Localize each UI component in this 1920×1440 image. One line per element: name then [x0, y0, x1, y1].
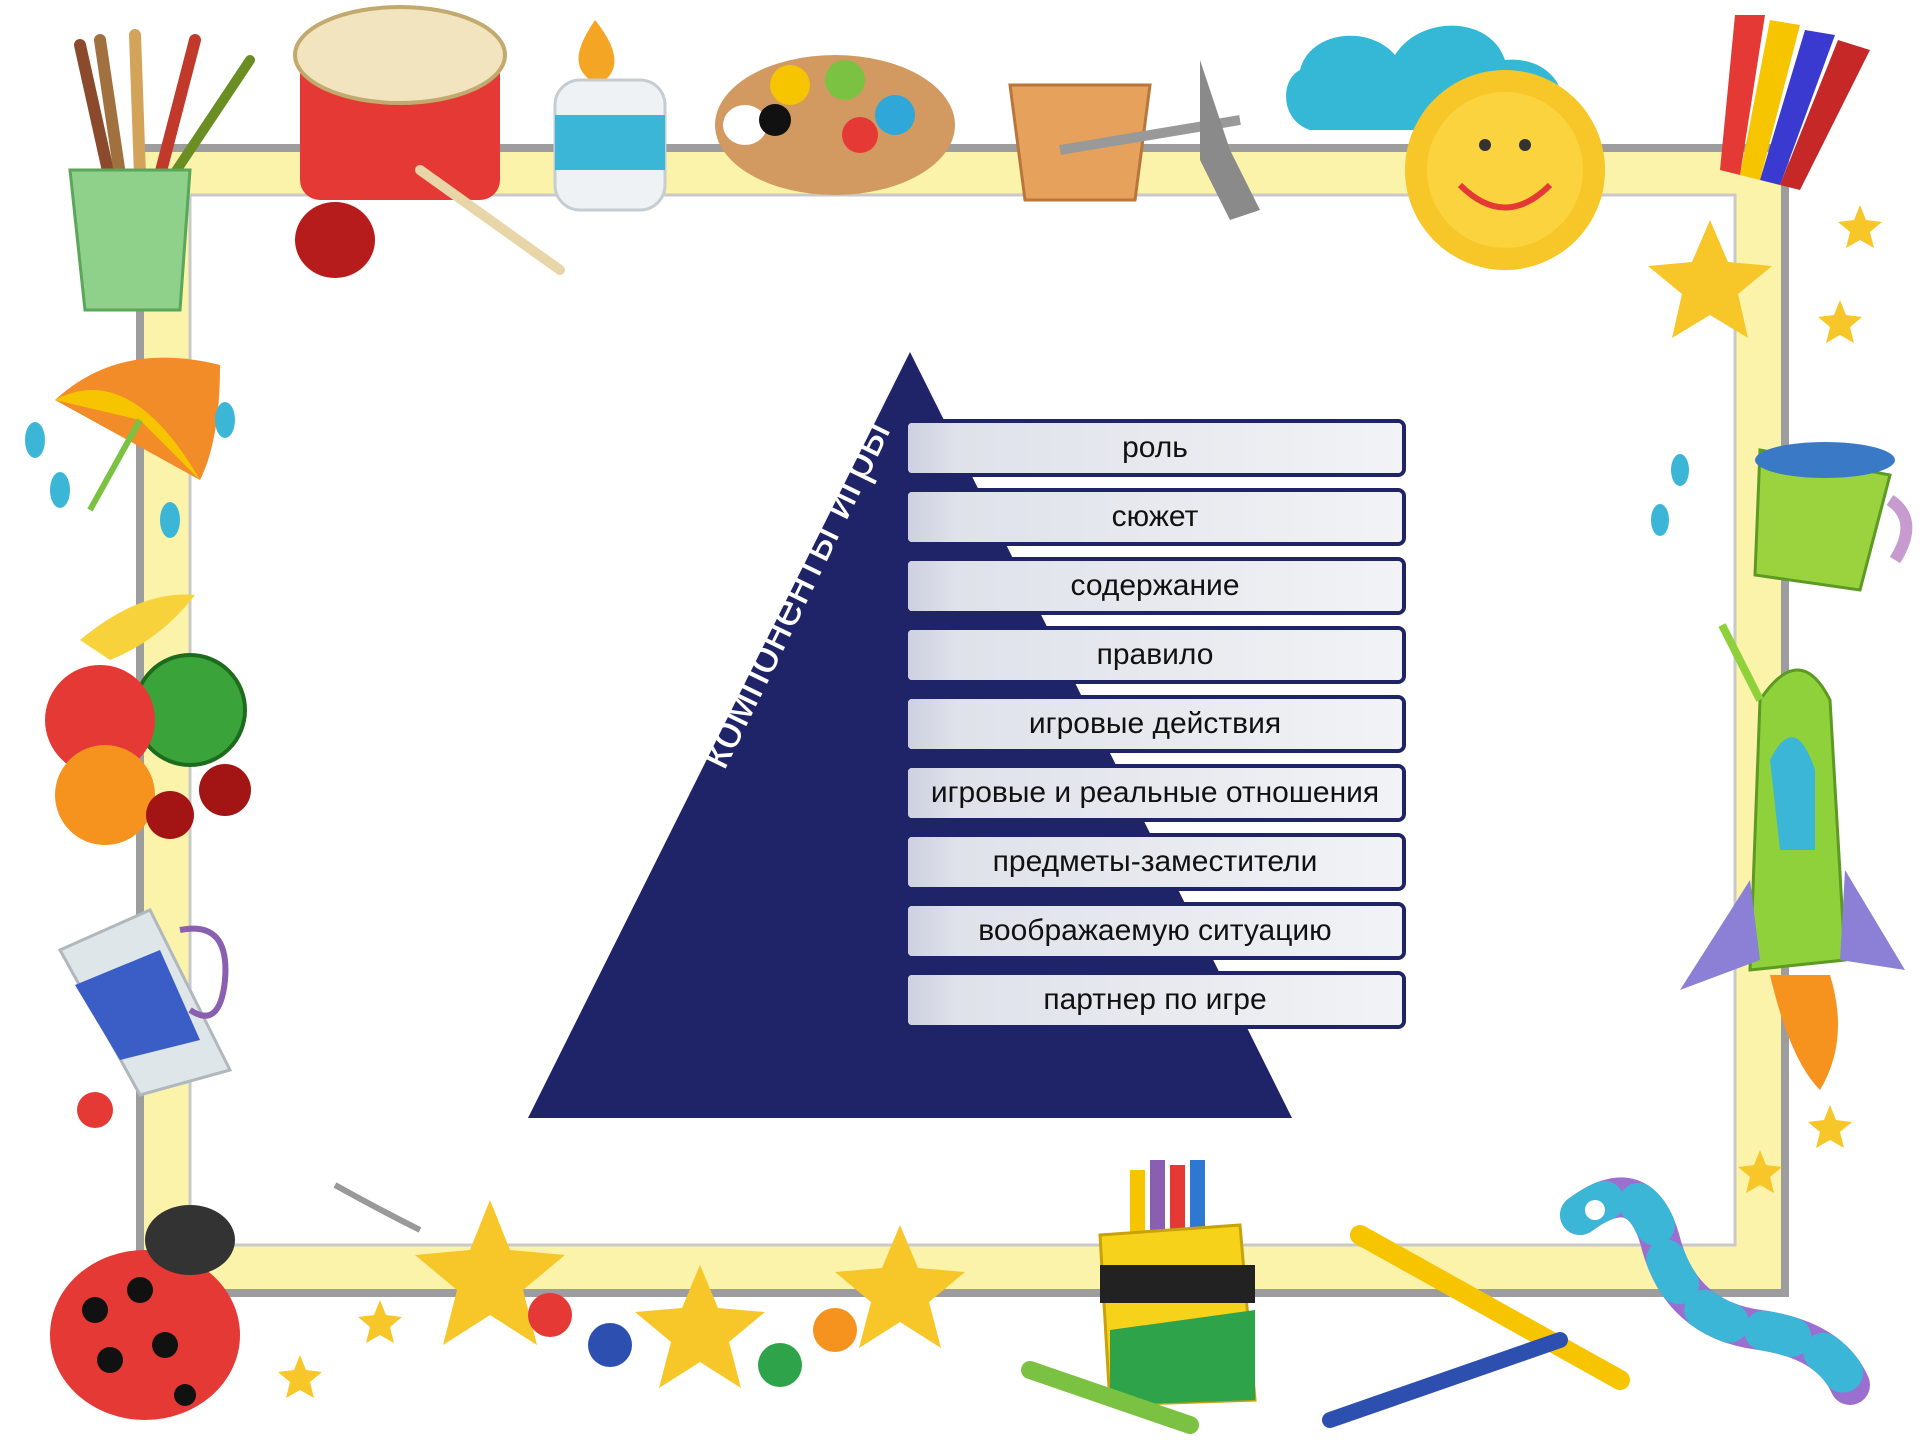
paint-palette-icon: [715, 55, 955, 195]
component-label: игровые действия: [1028, 707, 1282, 740]
sun-icon: [1405, 70, 1605, 270]
component-bar-play-partner: партнер по игре: [904, 971, 1406, 1029]
component-bar-plot: сюжет: [904, 488, 1406, 546]
component-bar-game-actions: игровые действия: [904, 695, 1406, 753]
flower-pot-tools-icon: [1008, 60, 1260, 220]
pencil-icon: [1322, 1225, 1630, 1428]
glue-bottle-icon: [553, 20, 667, 212]
paintbrushes-cup-icon: [68, 29, 255, 312]
paint-tube-icon: [57, 908, 233, 1128]
component-label: партнер по игре: [1043, 983, 1267, 1016]
component-bar-role: роль: [904, 419, 1406, 477]
streamers-icon: [1720, 15, 1870, 190]
star-icon: [1648, 205, 1882, 343]
drum-icon: [293, 5, 565, 278]
component-label: роль: [1122, 431, 1188, 464]
component-bar-content: содержание: [904, 557, 1406, 615]
fruit-icon: [45, 594, 251, 845]
watering-can-icon: [1651, 442, 1913, 592]
star-icon: [278, 1105, 1852, 1398]
component-label: воображаемую ситуацию: [978, 914, 1332, 947]
component-bar-relations: игровые и реальные отношения: [904, 764, 1406, 822]
worm-icon: [1560, 1177, 1870, 1405]
star-beads-icon: [333, 1182, 965, 1388]
crayon-box-icon: [1021, 1160, 1257, 1434]
component-bar-rule: правило: [904, 626, 1406, 684]
umbrella-rain-icon: [25, 357, 235, 538]
component-label: предметы-заместители: [992, 845, 1318, 878]
ladybug-icon: [50, 1205, 240, 1420]
component-label: сюжет: [1111, 500, 1199, 533]
component-bar-substitute-objects: предметы-заместители: [904, 833, 1406, 891]
component-label: игровые и реальные отношения: [930, 776, 1380, 809]
component-label: правило: [1096, 638, 1214, 671]
component-bar-imaginary-situation: воображаемую ситуацию: [904, 902, 1406, 960]
component-label: содержание: [1070, 569, 1240, 602]
rocket-icon: [1680, 623, 1905, 1090]
